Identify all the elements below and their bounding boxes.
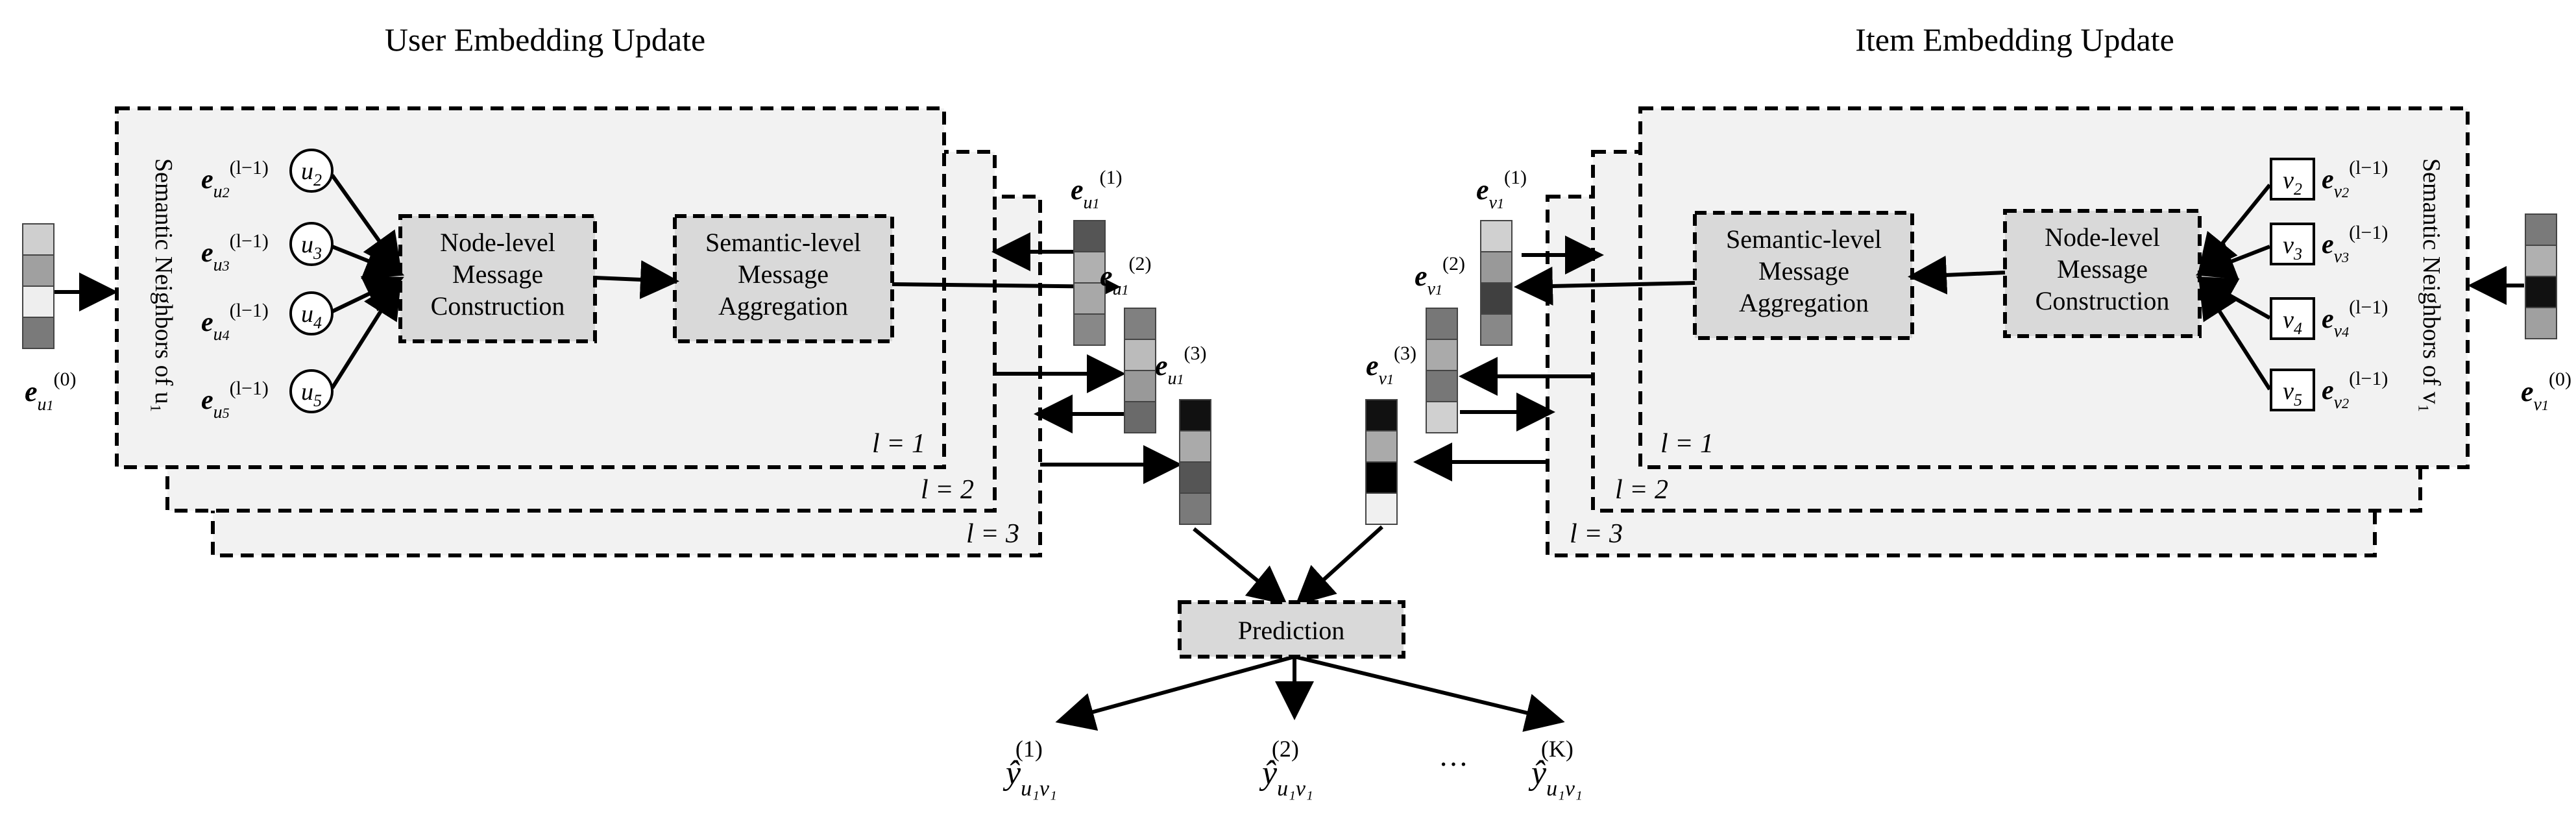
user-node-level-box bbox=[398, 214, 597, 343]
user-neighbor-row-3: eu4(l−1) u4 bbox=[201, 291, 334, 345]
user-node-u5 bbox=[289, 369, 334, 413]
user-output-2-label: eu1(2) bbox=[1100, 253, 1152, 299]
user-input-vector-cell-4 bbox=[22, 317, 55, 349]
item-output-2-label: ev1(2) bbox=[1415, 253, 1465, 299]
user-output-3-vector bbox=[1179, 399, 1211, 525]
item-output-3-label: ev1(3) bbox=[1366, 343, 1416, 389]
prediction-box bbox=[1178, 600, 1405, 659]
item-output-2-vector-cell-3 bbox=[1426, 370, 1458, 402]
item-output-3-vector-cell-2 bbox=[1365, 430, 1398, 463]
item-node-v2 bbox=[2270, 158, 2315, 200]
item-output-3-vector-cell-4 bbox=[1365, 492, 1398, 525]
prediction-output-k: ŷu₁v₁(K) bbox=[1528, 736, 1583, 801]
item-input-embedding-label: ev1(0) bbox=[2521, 369, 2571, 415]
user-semantic-line3: Aggregation bbox=[718, 291, 848, 321]
prediction-arrows bbox=[1055, 525, 1565, 732]
item-node-level-line2: Message bbox=[2057, 254, 2148, 284]
item-input-vector-cell-1 bbox=[2525, 213, 2557, 246]
user-input-vector-cell-3 bbox=[22, 285, 55, 318]
user-node-level-line2: Message bbox=[452, 260, 543, 289]
item-node-v4 bbox=[2270, 297, 2315, 340]
user-node-u2 bbox=[289, 149, 334, 193]
item-title: Item Embedding Update bbox=[1855, 21, 2174, 58]
user-layer-1-label: l = 1 bbox=[872, 429, 925, 459]
item-output-2-vector-cell-2 bbox=[1426, 339, 1458, 371]
user-neighbor-1-sub: u2 bbox=[213, 182, 230, 202]
user-semantic-line1: Semantic-level bbox=[705, 228, 861, 257]
item-semantic-line2: Message bbox=[1758, 256, 1849, 285]
item-semantic-line3: Aggregation bbox=[1739, 288, 1869, 317]
user-input-vector bbox=[22, 223, 55, 349]
item-semantic-line1: Semantic-level bbox=[1726, 225, 1882, 254]
user-output-2-vector-cell-2 bbox=[1124, 339, 1156, 371]
user-input-vector-cell-1 bbox=[22, 223, 55, 256]
item-output-1-vector bbox=[1480, 220, 1513, 346]
user-output-3-vector-cell-3 bbox=[1179, 461, 1211, 494]
item-output-1-vector-cell-3 bbox=[1480, 282, 1513, 315]
item-node-v5 bbox=[2270, 369, 2315, 411]
user-output-3-vector-cell-4 bbox=[1179, 492, 1211, 525]
user-node-u3 bbox=[289, 222, 334, 266]
user-input-vector-cell-2 bbox=[22, 254, 55, 287]
user-output-2-vector-cell-4 bbox=[1124, 401, 1156, 433]
user-output-2-vector-cell-3 bbox=[1124, 370, 1156, 402]
user-output-1-label: eu1(1) bbox=[1071, 167, 1123, 213]
user-input-embedding-label: eu1(0) bbox=[25, 369, 77, 415]
user-node-level-line1: Node-level bbox=[440, 228, 555, 257]
item-output-3-vector bbox=[1365, 399, 1398, 525]
user-output-2-vector bbox=[1124, 308, 1156, 433]
user-node-level-line3: Construction bbox=[431, 291, 565, 321]
user-output-3-vector-cell-1 bbox=[1179, 399, 1211, 431]
user-output-1-vector-cell-1 bbox=[1073, 220, 1106, 252]
user-output-1-vector-cell-3 bbox=[1073, 282, 1106, 315]
item-input-vector bbox=[2525, 213, 2557, 339]
user-semantic-neighbors-label: Semantic Neighbors of u₁ bbox=[150, 158, 177, 413]
prediction-label: Prediction bbox=[1238, 616, 1344, 645]
item-output-1-vector-cell-4 bbox=[1480, 313, 1513, 346]
prediction-ellipsis: … bbox=[1439, 739, 1468, 772]
item-input-vector-cell-2 bbox=[2525, 245, 2557, 277]
item-input-vector-cell-3 bbox=[2525, 276, 2557, 308]
item-output-3-vector-cell-3 bbox=[1365, 461, 1398, 494]
user-output-2-vector-cell-1 bbox=[1124, 308, 1156, 340]
item-layer-2-label: l = 2 bbox=[1615, 475, 1668, 505]
item-output-3-vector-cell-1 bbox=[1365, 399, 1398, 431]
item-output-2-vector-cell-4 bbox=[1426, 401, 1458, 433]
user-title: User Embedding Update bbox=[385, 21, 705, 58]
user-layer-3-label: l = 3 bbox=[966, 519, 1019, 549]
user-semantic-line2: Message bbox=[738, 260, 829, 289]
prediction-output-2: ŷu₁v₁(2) bbox=[1259, 736, 1313, 801]
item-output-1-label: ev1(1) bbox=[1476, 167, 1527, 213]
item-output-2-vector bbox=[1426, 308, 1458, 433]
prediction-output-1: ŷu₁v₁(1) bbox=[1002, 736, 1057, 801]
item-node-level-line3: Construction bbox=[2035, 286, 2170, 315]
user-output-3-label: eu1(3) bbox=[1155, 343, 1207, 389]
item-layer-3-label: l = 3 bbox=[1570, 519, 1623, 549]
embedding-vectors bbox=[22, 213, 2557, 525]
item-semantic-neighbors-label: Semantic Neighbors of v₁ bbox=[2418, 158, 2445, 413]
user-layer-2-label: l = 2 bbox=[921, 475, 974, 505]
user-output-3-vector-cell-2 bbox=[1179, 430, 1211, 463]
item-output-1-vector-cell-1 bbox=[1480, 220, 1513, 252]
item-input-vector-cell-4 bbox=[2525, 307, 2557, 339]
item-arrows bbox=[1413, 184, 2524, 481]
item-layer-1-label: l = 1 bbox=[1660, 429, 1714, 459]
user-node-u4 bbox=[289, 291, 334, 335]
item-node-v3 bbox=[2270, 223, 2315, 265]
user-output-1-vector bbox=[1073, 220, 1106, 346]
item-output-1-vector-cell-2 bbox=[1480, 251, 1513, 284]
user-output-1-vector-cell-4 bbox=[1073, 313, 1106, 346]
item-output-2-vector-cell-1 bbox=[1426, 308, 1458, 340]
item-node-level-line1: Node-level bbox=[2045, 223, 2160, 252]
